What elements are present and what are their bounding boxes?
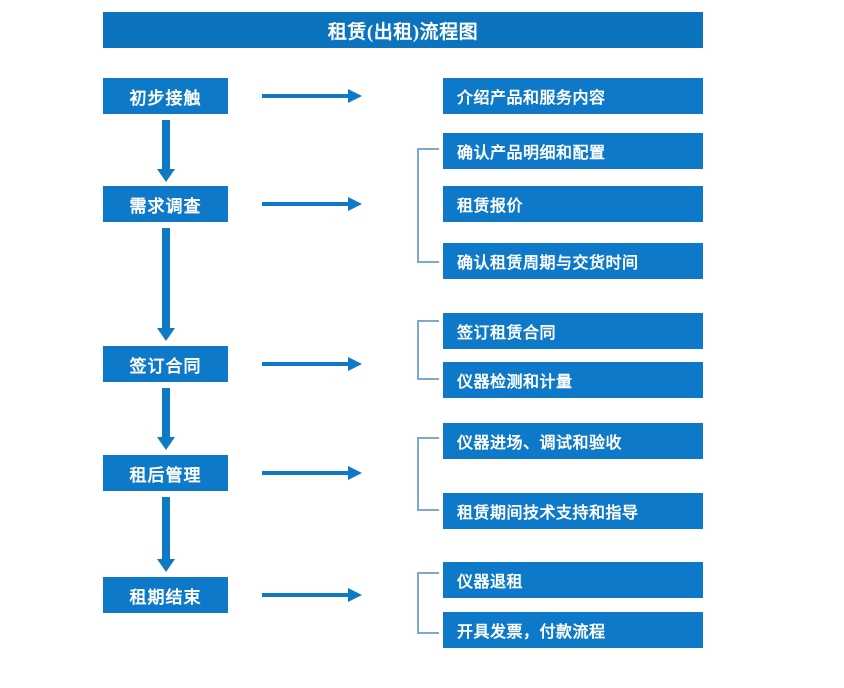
flow-arrow-down-1 [157, 120, 175, 182]
detail-label-3: 租赁报价 [457, 198, 524, 215]
detail-box-10: 开具发票，付款流程 [443, 612, 703, 648]
page-title: 租赁(出租)流程图 [327, 21, 479, 43]
flow-arrow-down-2 [157, 228, 175, 342]
detail-box-1: 介绍产品和服务内容 [443, 78, 703, 114]
connector-arrow-right-2 [262, 197, 362, 211]
detail-box-8: 租赁期间技术支持和指导 [443, 493, 703, 529]
stage-box-5: 租期结束 [103, 577, 228, 613]
stage-label-4: 租后管理 [129, 465, 202, 485]
stage-label-5: 租期结束 [129, 587, 202, 607]
detail-box-3: 租赁报价 [443, 186, 703, 222]
detail-box-4: 确认租赁周期与交货时间 [443, 243, 703, 279]
detail-label-9: 仪器退租 [457, 574, 524, 591]
detail-label-5: 签订租赁合同 [457, 325, 557, 342]
detail-label-1: 介绍产品和服务内容 [457, 90, 606, 107]
detail-box-9: 仪器退租 [443, 562, 703, 598]
detail-box-6: 仪器检测和计量 [443, 362, 703, 398]
connector-arrow-right-3 [262, 357, 362, 371]
stage-box-1: 初步接触 [103, 78, 228, 114]
connector-arrow-right-1 [262, 89, 362, 103]
detail-box-5: 签订租赁合同 [443, 313, 703, 349]
detail-label-6: 仪器检测和计量 [457, 374, 573, 391]
flow-arrow-down-4 [157, 497, 175, 573]
detail-label-10: 开具发票，付款流程 [457, 624, 606, 641]
stage-box-4: 租后管理 [103, 455, 228, 491]
stage-box-3: 签订合同 [103, 346, 228, 382]
group-bracket-2 [417, 148, 439, 263]
flow-arrow-down-3 [157, 388, 175, 451]
connector-arrow-right-4 [262, 466, 362, 480]
stage-box-2: 需求调查 [103, 186, 228, 222]
detail-box-7: 仪器进场、调试和验收 [443, 423, 703, 459]
detail-label-7: 仪器进场、调试和验收 [457, 435, 623, 452]
chart-title-banner: 租赁(出租)流程图 [103, 12, 703, 48]
detail-box-2: 确认产品明细和配置 [443, 133, 703, 169]
group-bracket-3 [417, 320, 439, 380]
detail-label-8: 租赁期间技术支持和指导 [457, 505, 639, 522]
detail-label-4: 确认租赁周期与交货时间 [457, 255, 639, 272]
group-bracket-5 [417, 572, 439, 634]
stage-label-1: 初步接触 [129, 88, 202, 108]
stage-label-3: 签订合同 [129, 356, 202, 376]
connector-arrow-right-5 [262, 588, 362, 602]
detail-label-2: 确认产品明细和配置 [457, 145, 606, 162]
group-bracket-4 [417, 437, 439, 511]
stage-label-2: 需求调查 [129, 196, 202, 216]
